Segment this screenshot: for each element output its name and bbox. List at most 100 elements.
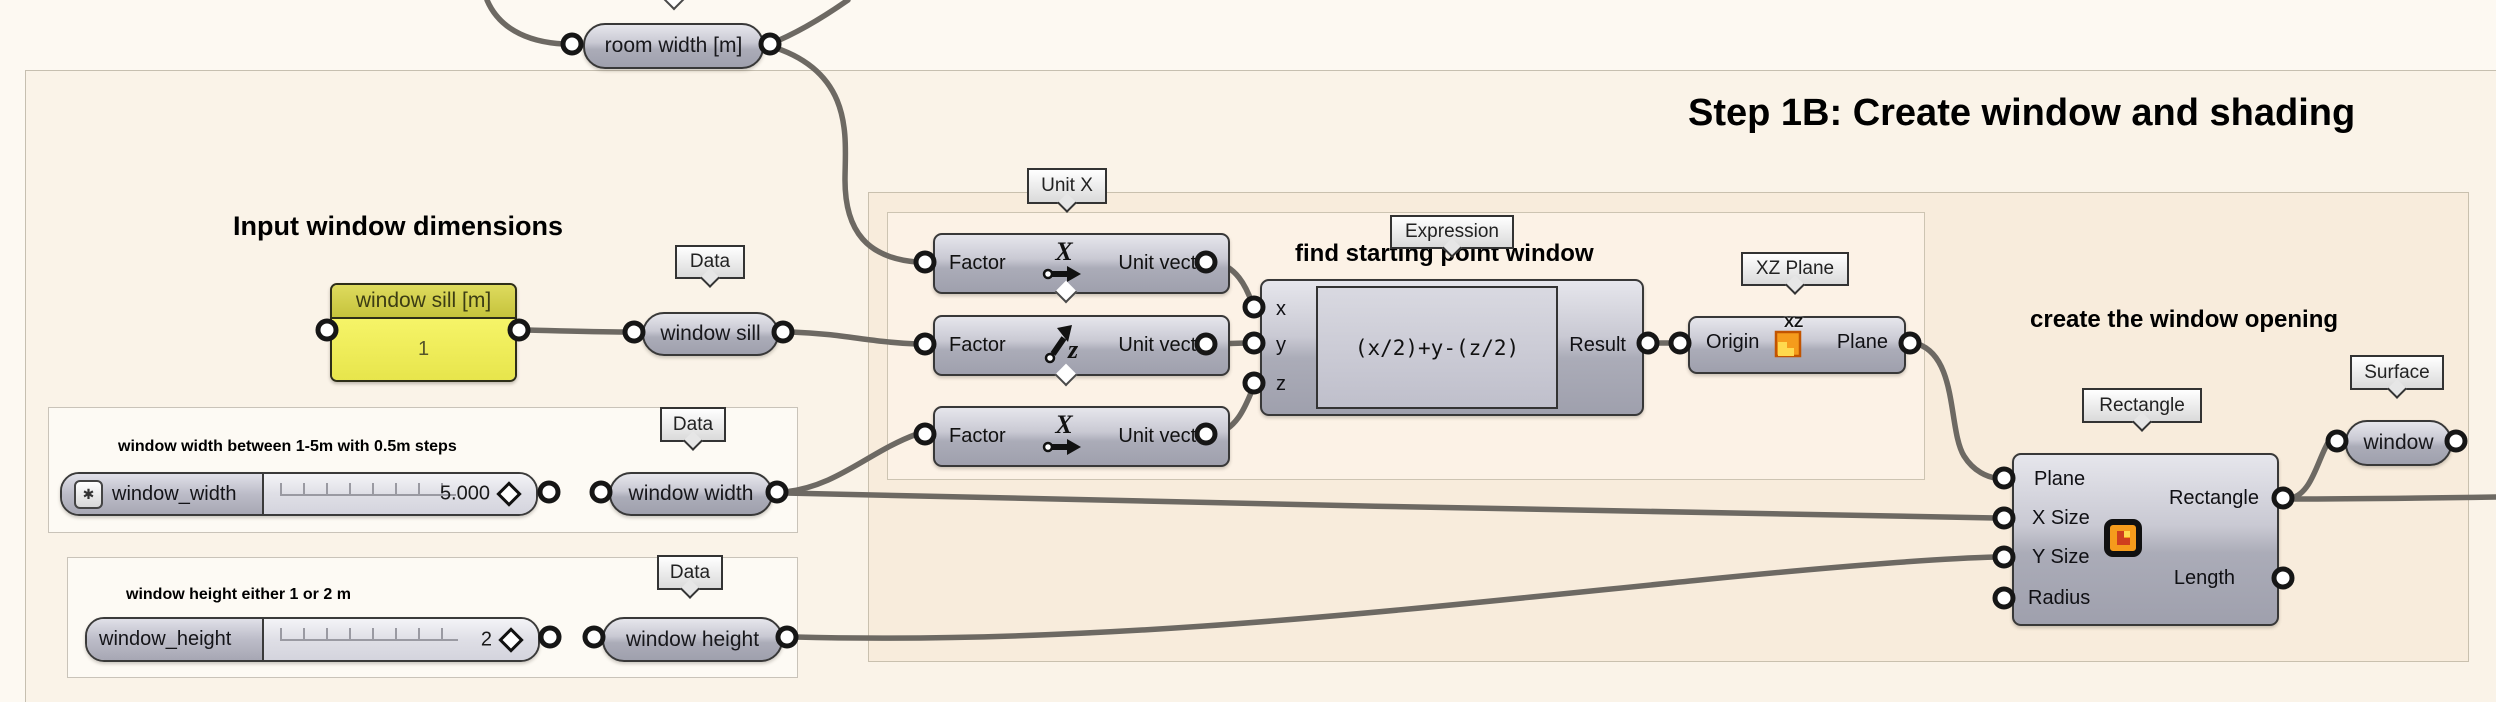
expression-button-icon[interactable]: ✱ [74, 479, 103, 509]
rectangle-output-length: Length [2173, 567, 2235, 589]
input-nub[interactable] [1242, 295, 1266, 319]
slider-window-width-value: 5.000 [439, 482, 490, 505]
unit-x-icon: X [1042, 410, 1082, 463]
output-nub[interactable] [771, 320, 795, 344]
input-nub[interactable] [582, 625, 606, 649]
balloon-surface-label: Surface [2364, 361, 2430, 383]
input-nub[interactable] [1242, 331, 1266, 355]
unit-vector-output-label: Unit vector [1118, 425, 1214, 447]
balloon-data: Data [660, 407, 726, 442]
output-nub[interactable] [765, 480, 789, 504]
balloon-rectangle: Rectangle [2082, 388, 2202, 423]
output-nub[interactable] [538, 625, 562, 649]
unit-vector-input-label: Factor [949, 334, 1006, 356]
pill-room-width[interactable]: room width [m] [583, 23, 764, 69]
component-unit-x-2[interactable]: Factor X Unit vector [933, 406, 1230, 467]
caption-window-height: window height either 1 or 2 m [126, 586, 351, 603]
output-nub[interactable] [2271, 486, 2295, 510]
pill-window-sill[interactable]: window sill [642, 312, 779, 356]
input-nub[interactable] [589, 480, 613, 504]
panel-window-sill[interactable]: window sill [m] 1 [330, 283, 517, 382]
slider-window-width-name: window_width [112, 482, 237, 505]
output-nub[interactable] [758, 32, 782, 56]
svg-text:X: X [1054, 411, 1073, 439]
wire-width-factor3 [782, 431, 920, 495]
slider-window-height[interactable]: window_height 2 [85, 617, 540, 662]
input-nub[interactable] [1992, 545, 2016, 569]
input-nub[interactable] [2325, 429, 2349, 453]
rectangle-output-rectangle: Rectangle [2168, 487, 2259, 509]
output-nub[interactable] [1898, 331, 1922, 355]
output-nub[interactable] [1636, 331, 1660, 355]
rectangle-input-plane: Plane [2034, 468, 2086, 490]
balloon-xz-plane: XZ Plane [1741, 252, 1849, 286]
input-nub[interactable] [1668, 331, 1692, 355]
slider-grip[interactable] [498, 626, 524, 653]
output-nub[interactable] [2444, 429, 2468, 453]
slider-rail [280, 494, 456, 496]
unit-vector-output-label: Unit vector [1118, 334, 1214, 356]
component-rectangle[interactable]: Plane X Size Y Size Radius Rectangle Len… [2012, 453, 2279, 626]
input-nub[interactable] [913, 250, 937, 274]
wire-plane-rect [1915, 341, 1999, 481]
output-nub[interactable] [537, 480, 561, 504]
input-nub[interactable] [913, 422, 937, 446]
heading-input-dimensions: Input window dimensions [233, 211, 563, 241]
input-nub[interactable] [1242, 371, 1266, 395]
wire-room-width-factor1 [767, 43, 920, 265]
slider-track[interactable]: 5.000 [264, 474, 536, 514]
input-nub[interactable] [1992, 506, 2016, 530]
unit-x-icon: X [1042, 237, 1082, 290]
rectangle-input-ysize: Y Size [2032, 546, 2090, 568]
wire-into-room-width [484, 0, 567, 47]
component-xz-plane[interactable]: Origin XZ Plane [1688, 314, 1906, 374]
component-expression[interactable]: x y z (x/2)+y-(z/2) Result [1260, 279, 1644, 416]
output-nub[interactable] [507, 318, 531, 342]
output-nub[interactable] [775, 625, 799, 649]
panel-window-sill-value[interactable]: 1 [332, 319, 515, 380]
input-nub[interactable] [1992, 466, 2016, 490]
balloon-data-label: Data [689, 251, 731, 272]
page-title: Step 1B: Create window and shading [1688, 92, 2356, 134]
balloon-expression-label: Expression [1405, 221, 1499, 242]
xz-plane-icon [1774, 330, 1802, 363]
rectangle-input-xsize: X Size [2032, 507, 2090, 529]
input-nub[interactable] [622, 320, 646, 344]
slider-grip[interactable] [496, 481, 522, 507]
expression-output-label: Result [1569, 334, 1626, 356]
output-nub[interactable] [1194, 332, 1218, 356]
pill-window-width[interactable]: window width [609, 472, 773, 516]
panel-window-sill-title: window sill [m] [332, 285, 515, 319]
unit-vector-output-label: Unit vector [1118, 252, 1214, 274]
balloon-data: Data [675, 245, 745, 279]
output-nub[interactable] [2271, 566, 2295, 590]
unit-vector-input-label: Factor [949, 252, 1006, 274]
wire-width-xsize [782, 490, 1999, 521]
component-unit-x-1[interactable]: Factor X Unit vector [933, 233, 1230, 294]
expression-formula-box[interactable]: (x/2)+y-(z/2) [1316, 286, 1558, 409]
slider-window-width[interactable]: ✱ window_width 5.000 [60, 472, 538, 516]
xz-icon-text: XZ [1784, 314, 1804, 331]
expression-input-x: x [1276, 298, 1286, 320]
slider-ticks [280, 628, 458, 639]
balloon-expression: Expression [1390, 215, 1514, 249]
output-nub[interactable] [1194, 422, 1218, 446]
pill-window-label: window [2363, 431, 2434, 454]
heading-create-opening: create the window opening [2030, 306, 2339, 333]
pill-window-height[interactable]: window height [602, 617, 783, 662]
pill-window-width-label: window width [628, 482, 754, 505]
input-nub[interactable] [913, 332, 937, 356]
pill-window-height-label: window height [625, 627, 760, 651]
slider-ticks [280, 483, 456, 494]
slider-track[interactable]: 2 [264, 619, 538, 660]
xz-plane-input-label: Origin [1706, 331, 1760, 353]
balloon-data-label: Data [669, 561, 711, 583]
component-unit-z[interactable]: Factor z Unit vector [933, 315, 1230, 376]
pill-window[interactable]: window [2345, 420, 2452, 466]
output-nub[interactable] [1194, 250, 1218, 274]
input-nub[interactable] [1992, 586, 2016, 610]
pill-room-width-label: room width [m] [604, 34, 743, 57]
input-nub[interactable] [315, 318, 339, 342]
input-nub[interactable] [560, 32, 584, 56]
